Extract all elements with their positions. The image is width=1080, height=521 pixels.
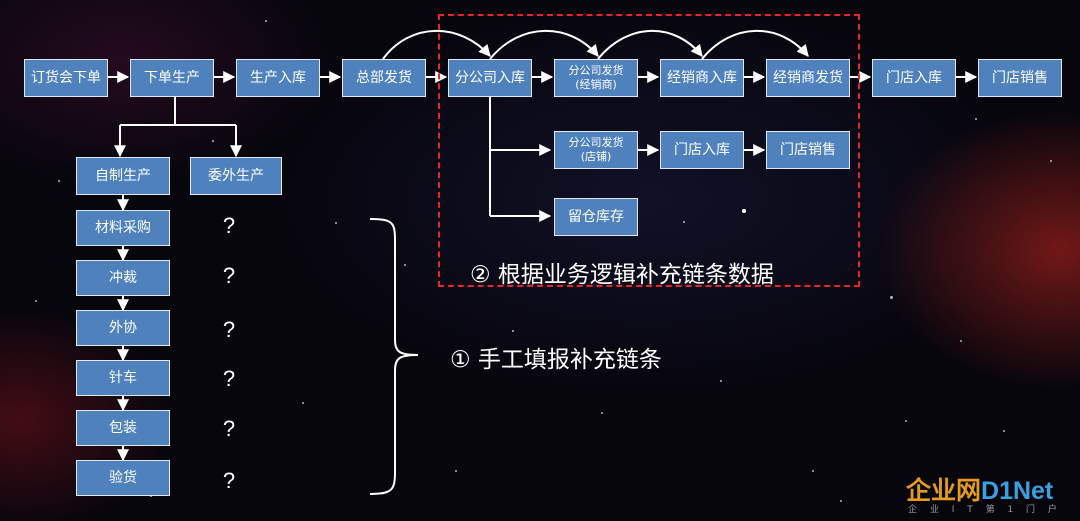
- node-mendian-xiaoshou-store: 门店销售: [766, 131, 850, 169]
- node-mendian-ruku-store: 门店入库: [660, 131, 744, 169]
- question-mark-2: ?: [222, 263, 236, 288]
- question-mark-5: ?: [222, 416, 236, 441]
- node-yanhuo: 验货: [76, 460, 170, 496]
- node-fengongsi-fahuo-jingxiaoshang: 分公司发货 (经销商): [554, 59, 638, 97]
- logo-main-cn: 企业网: [906, 477, 982, 505]
- node-waixie: 外协: [76, 310, 170, 346]
- node-zongbu-fahuo: 总部发货: [342, 59, 426, 97]
- node-liucang-kucun: 留仓库存: [554, 198, 638, 236]
- node-jingxiaoshang-fahuo: 经销商发货: [766, 59, 850, 97]
- node-fengongsi-fahuo-dianpu: 分公司发货 (店铺): [554, 131, 638, 169]
- node-shengchan-ruku: 生产入库: [236, 59, 320, 97]
- question-mark-1: ?: [222, 213, 236, 238]
- node-cailiao-caigou: 材料采购: [76, 210, 170, 246]
- node-fengongsi-ruku: 分公司入库: [448, 59, 532, 97]
- node-chongcai: 冲裁: [76, 260, 170, 296]
- node-mendian-ruku: 门店入库: [872, 59, 956, 97]
- node-jingxiaoshang-ruku: 经销商入库: [660, 59, 744, 97]
- logo-sub: 企 业 I T 第 1 门 户: [908, 505, 1062, 515]
- node-zizhi-shengchan: 自制生产: [76, 157, 170, 195]
- logo-main-en: D1Net: [981, 477, 1054, 505]
- question-mark-3: ?: [222, 317, 236, 342]
- d1net-logo: 企业网D1Net 企 业 I T 第 1 门 户: [906, 471, 1072, 515]
- note-manual-fill: ① 手工填报补充链条: [450, 347, 662, 373]
- node-baozhuang: 包装: [76, 410, 170, 446]
- note-logic-fill: ② 根据业务逻辑补充链条数据: [470, 262, 774, 288]
- question-mark-6: ?: [222, 468, 236, 493]
- question-mark-4: ?: [222, 366, 236, 391]
- node-zhenche: 针车: [76, 360, 170, 396]
- node-xiadan-shengchan: 下单生产: [130, 59, 214, 97]
- node-dinghuohui-xiadan: 订货会下单: [24, 59, 108, 97]
- logic-supplement-region: [438, 14, 860, 287]
- node-weiwai-shengchan: 委外生产: [190, 157, 282, 195]
- node-mendian-xiaoshou: 门店销售: [978, 59, 1062, 97]
